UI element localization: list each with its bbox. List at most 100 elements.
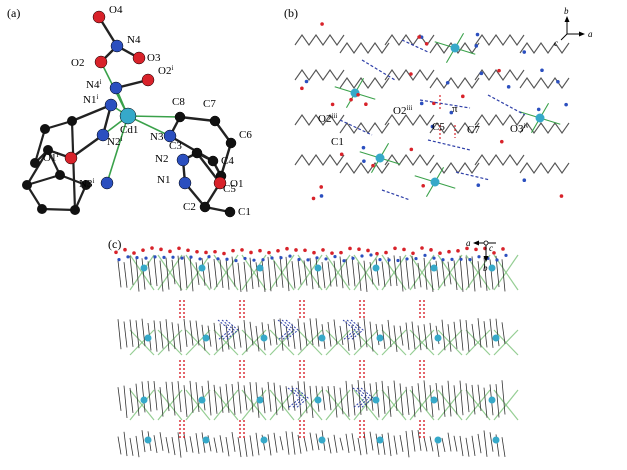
panel-a-atom-n1-i bbox=[104, 98, 118, 112]
panel-c-ligand-bond bbox=[351, 433, 356, 452]
panel-c-cd-bond bbox=[409, 329, 435, 356]
panel-c-ligand-bond bbox=[459, 435, 464, 457]
panel-c-cd-atom bbox=[318, 436, 326, 444]
panel-c-ligand-bond bbox=[327, 321, 332, 347]
panel-c-ligand-bond bbox=[375, 323, 380, 346]
panel-c-ligand-bond bbox=[231, 383, 236, 415]
panel-c-o-atom bbox=[348, 246, 352, 251]
panel-b-ligand bbox=[519, 162, 570, 174]
panel-a-label-c6: C6 bbox=[239, 129, 252, 141]
panel-b-atom bbox=[479, 71, 484, 76]
panel-b-ligand bbox=[339, 162, 390, 174]
panel-c-ligand-bond bbox=[501, 380, 506, 415]
panel-c-ligand-bond bbox=[483, 257, 488, 291]
panel-b-axis-c: c bbox=[554, 38, 558, 48]
panel-b-atom bbox=[476, 183, 481, 188]
panel-c-ligand-bond bbox=[501, 259, 506, 292]
panel-a-label: (a) bbox=[7, 6, 21, 20]
panel-c-cd-atom bbox=[260, 436, 268, 444]
panel-c-hydrogen-bond bbox=[342, 319, 356, 341]
panel-c-ligand-bond bbox=[333, 260, 338, 287]
panel-c-ligand-bond bbox=[135, 320, 140, 349]
panel-c-ligand-bond bbox=[351, 256, 356, 287]
panel-c-cd-bond bbox=[213, 389, 239, 421]
panel-c-hydrogen-bond bbox=[287, 387, 301, 409]
panel-c-ligand-bond bbox=[303, 436, 308, 452]
panel-c-ligand-bond bbox=[303, 381, 308, 414]
panel-c-ligand-bond bbox=[441, 319, 446, 351]
panel-b-ligand bbox=[474, 69, 525, 81]
panel-c-ligand-bond bbox=[357, 380, 362, 415]
panel-b-label: (b) bbox=[284, 6, 298, 20]
panel-c-cd-atom bbox=[488, 264, 496, 272]
panel-c-ligand-bond bbox=[465, 383, 470, 413]
panel-c-o-atom bbox=[141, 248, 145, 252]
panel-c-n-atom bbox=[198, 257, 202, 261]
panel-c-hydrogen-bond bbox=[360, 387, 374, 409]
panel-c-o-atom bbox=[339, 250, 343, 255]
panel-c-label: (c) bbox=[108, 237, 122, 251]
panel-c-ligand-bond bbox=[123, 262, 128, 288]
panel-b-cd-atom bbox=[375, 153, 385, 163]
panel-a-atom-n4 bbox=[110, 39, 124, 53]
panel-c-ligand-bond bbox=[225, 324, 230, 350]
panel-c-n-atom bbox=[306, 258, 310, 262]
panel-a-label-o2: O2 bbox=[71, 57, 84, 69]
panel-c-axis-a: a bbox=[466, 238, 471, 248]
panel-c-o-atom bbox=[402, 247, 406, 252]
panel-a-atom-o3 bbox=[132, 51, 146, 65]
panel-c-hydrogen-bond bbox=[217, 319, 231, 341]
panel-a-bond bbox=[219, 142, 233, 177]
panel-c-ligand-bond bbox=[423, 380, 428, 411]
panel-b-hydrogen-bond bbox=[339, 119, 373, 136]
panel-c-ligand-bond bbox=[405, 430, 410, 458]
panel-c-cd-atom bbox=[372, 396, 380, 404]
panel-b-atom bbox=[506, 85, 511, 89]
panel-c-ligand-bond bbox=[285, 431, 290, 455]
panel-c-cd-atom bbox=[144, 436, 152, 444]
panel-c-ligand-bond bbox=[393, 255, 398, 286]
panel-b-atom bbox=[424, 41, 429, 46]
panel-c-n-atom bbox=[315, 256, 319, 260]
panel-c-ligand-bond bbox=[219, 323, 224, 352]
panel-a-label-n2: N2 bbox=[155, 153, 168, 165]
panel-c-cd-bond bbox=[493, 389, 519, 421]
panel-c-o-atom bbox=[177, 246, 181, 251]
panel-b-atom bbox=[497, 68, 501, 73]
panel-c-ligand-bond bbox=[171, 259, 176, 285]
panel-c-ligand-bond bbox=[291, 431, 296, 455]
panel-c-n-atom bbox=[504, 253, 508, 257]
panel-c-ligand-bond bbox=[255, 325, 260, 352]
panel-c-cd-atom bbox=[314, 396, 322, 404]
panel-a-atom-n3-i bbox=[100, 176, 114, 190]
panel-a-label-c7: C7 bbox=[203, 98, 216, 110]
panel-a-atom-cd1 bbox=[119, 107, 137, 125]
panel-c-n-atom bbox=[396, 258, 400, 263]
panel-c-n-atom bbox=[279, 256, 283, 260]
panel-c-ligand-bond bbox=[453, 385, 458, 415]
panel-c-ligand-bond bbox=[477, 318, 482, 348]
panel-c-o-atom bbox=[393, 246, 397, 251]
panel-c-ligand-bond bbox=[129, 387, 134, 414]
panel-a-atom-c bbox=[81, 180, 91, 190]
panel-c-n-atom bbox=[171, 255, 175, 259]
panel-c-cd-bond bbox=[269, 254, 295, 291]
panel-c-ligand-bond bbox=[237, 437, 242, 458]
panel-a-atom-c bbox=[67, 116, 77, 126]
panel-c-ligand-bond bbox=[489, 318, 494, 348]
panel-a-atom-n4-i bbox=[109, 81, 123, 95]
panel-c-ligand-bond bbox=[285, 325, 290, 347]
panel-c-ligand-bond bbox=[297, 434, 302, 454]
panel-c-n-atom bbox=[297, 257, 301, 262]
panel-c-cd-atom bbox=[376, 436, 384, 444]
panel-a-atom-n1 bbox=[178, 176, 192, 190]
panel-c-ligand-bond bbox=[405, 322, 410, 350]
panel-c-o-atom bbox=[213, 249, 217, 254]
panel-c-o-atom bbox=[150, 246, 154, 250]
panel-c-o-atom bbox=[204, 250, 208, 255]
panel-a-atom-n3 bbox=[163, 129, 177, 143]
panel-c-ligand-bond bbox=[267, 323, 272, 346]
panel-b-ligand bbox=[474, 34, 525, 46]
panel-c-ligand-bond bbox=[429, 262, 434, 292]
